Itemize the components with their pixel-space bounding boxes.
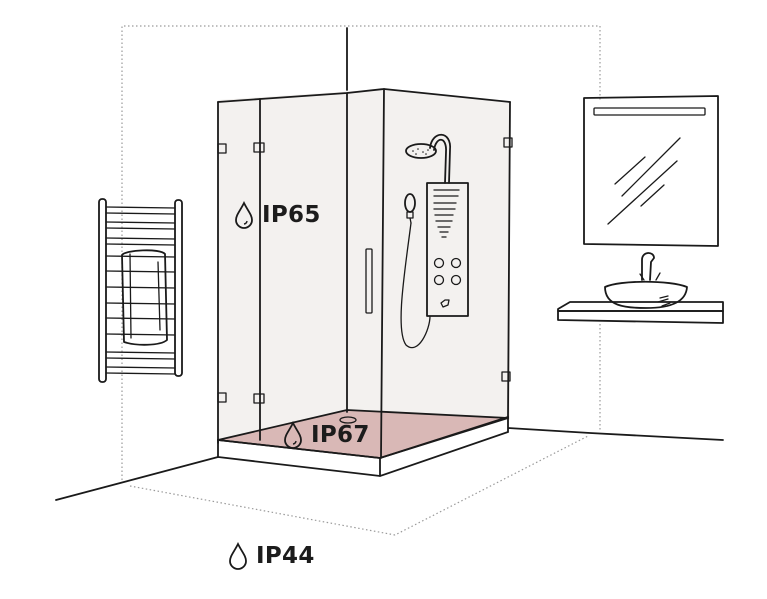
water-drop-icon [284, 421, 302, 449]
towel-radiator [98, 198, 183, 383]
ip-rating-ip65: IP65 [262, 202, 321, 228]
water-drop-icon [235, 201, 253, 229]
zone-label-shower-tray: IP67 [283, 421, 370, 449]
room-outline [55, 27, 724, 501]
shower-enclosure [217, 88, 513, 477]
washbasin [557, 252, 724, 324]
mirror [583, 95, 719, 247]
zone-label-shower-glass: IP65 [234, 201, 321, 229]
ip-rating-ip44: IP44 [256, 543, 315, 569]
zone-label-bathroom-floor: IP44 [228, 542, 315, 570]
shower-column [400, 133, 469, 349]
water-drop-icon [229, 542, 247, 570]
zone-boundary-dotted [121, 25, 601, 536]
shower-drain [339, 416, 357, 424]
ip-rating-ip67: IP67 [311, 422, 370, 448]
door-handle [365, 248, 373, 314]
